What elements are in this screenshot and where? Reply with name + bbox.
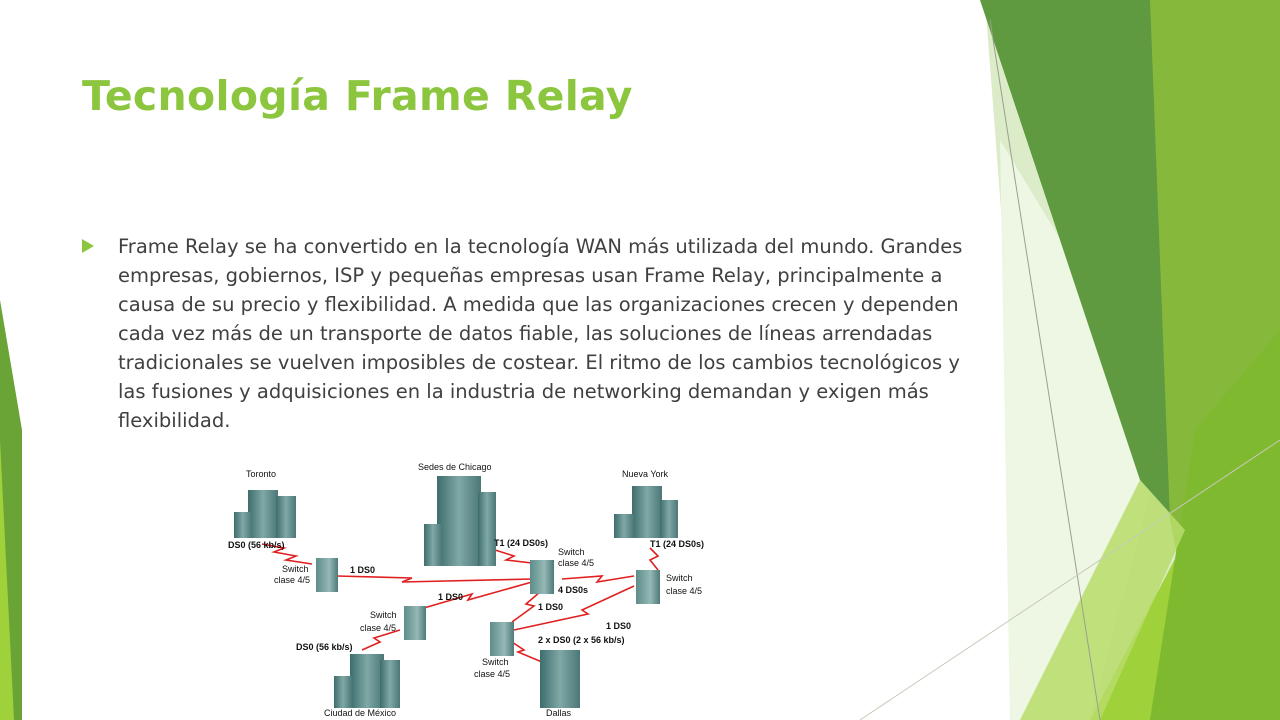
link-mexico-center (416, 581, 533, 611)
newyork-building-icon (614, 486, 678, 538)
link-label-ny-dallas: 1 DS0 (606, 621, 631, 631)
link-toronto-switch (261, 543, 313, 565)
switch-label-mexico-1: Switch (370, 610, 397, 620)
ny-switch-icon (636, 570, 660, 604)
deco-light-panel (985, 0, 1280, 720)
link-label-toronto-center: 1 DS0 (350, 565, 375, 575)
link-toronto-center (336, 575, 533, 583)
deco-shade-lower (1150, 330, 1280, 720)
deco-thin-line-1 (989, 19, 1101, 720)
switch-label-ny-2: clase 4/5 (666, 586, 702, 596)
site-label-newyork: Nueva York (622, 469, 669, 479)
network-links (261, 543, 660, 663)
switch-label-center-2: clase 4/5 (558, 558, 594, 568)
bullet-item: Frame Relay se ha convertido en la tecno… (82, 232, 977, 435)
deco-light-wedge (1020, 480, 1185, 720)
deco-left-light (0, 440, 14, 720)
switch-label-dallas-2: clase 4/5 (474, 669, 510, 679)
slide-title: Tecnología Frame Relay (82, 72, 633, 120)
link-label-center-dallas: 1 DS0 (538, 602, 563, 612)
mexico-building-icon (334, 654, 400, 708)
center-switch-icon (530, 560, 554, 594)
link-mexico-switch (361, 629, 401, 651)
link-label-ny-t1: T1 (24 DS0s) (650, 539, 704, 549)
link-dallas-switch (511, 641, 543, 663)
frame-relay-network-diagram: Toronto Sedes de Chicago Nueva York Ciud… (228, 462, 704, 718)
link-ny-dallas (513, 585, 635, 631)
site-label-dallas: Dallas (546, 708, 572, 718)
bullet-text: Frame Relay se ha convertido en la tecno… (118, 235, 963, 432)
link-label-toronto-ds0: DS0 (56 kb/s) (228, 540, 285, 550)
chicago-building-icon (424, 476, 496, 566)
site-label-chicago: Sedes de Chicago (418, 462, 492, 472)
toronto-switch-icon (316, 558, 338, 592)
switch-label-dallas-1: Switch (482, 657, 509, 667)
link-label-dallas-ds0: 2 x DS0 (2 x 56 kb/s) (538, 635, 625, 645)
deco-thin-line-2 (859, 439, 1280, 720)
switch-label-center-1: Switch (558, 547, 585, 557)
link-label-mexico-ds0: DS0 (56 kb/s) (296, 642, 353, 652)
toronto-building-icon (234, 490, 296, 538)
deco-mid-green (1150, 0, 1280, 720)
site-label-toronto: Toronto (246, 469, 276, 479)
switch-label-ny-1: Switch (666, 573, 693, 583)
link-label-chicago-t1: T1 (24 DS0s) (494, 538, 548, 548)
decorative-left-edge (0, 300, 22, 720)
link-label-center-ny: 4 DS0s (558, 585, 588, 595)
deco-pale-triangle (1000, 140, 1170, 720)
link-center-ny (561, 575, 635, 584)
deco-bright-lower (1090, 360, 1280, 720)
switch-label-toronto-1: Switch (282, 564, 309, 574)
link-label-mexico-center: 1 DS0 (438, 592, 463, 602)
bullet-arrow-icon (82, 239, 94, 253)
mexico-switch-icon (404, 606, 426, 640)
link-ny-switch (648, 547, 660, 571)
dallas-switch-icon (490, 622, 514, 656)
switch-label-mexico-2: clase 4/5 (360, 623, 396, 633)
switch-label-toronto-2: clase 4/5 (274, 575, 310, 585)
deco-dark-triangle (980, 0, 1185, 530)
link-chicago-center (491, 548, 541, 565)
link-center-dallas (511, 591, 541, 623)
dallas-building-icon (540, 650, 580, 708)
site-label-mexico: Ciudad de México (324, 708, 396, 718)
